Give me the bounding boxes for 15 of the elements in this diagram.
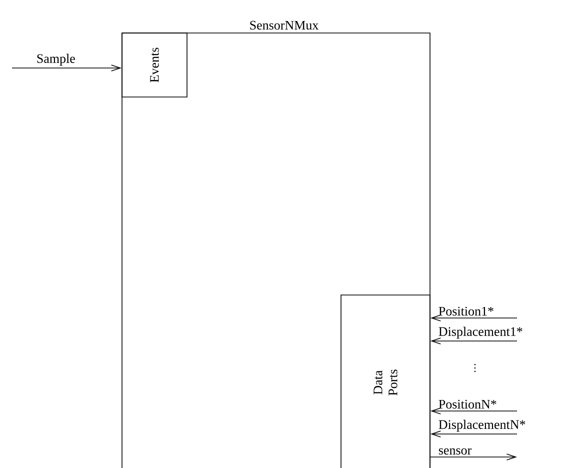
edge-label: DisplacementN* (438, 420, 526, 432)
edge-label: Position1* (438, 306, 494, 316)
data-ports-box: Data Ports (340, 294, 430, 468)
edge-label: Displacement1* (438, 326, 522, 339)
arrow (430, 408, 518, 414)
arrow (430, 430, 518, 438)
edge-label: sensor (438, 448, 472, 455)
arrow (430, 314, 518, 322)
events-box: Events (122, 32, 188, 98)
edge-label: Sample (37, 54, 75, 66)
arrow (430, 338, 518, 344)
ellipsis: ⋮ (474, 364, 476, 372)
arrow (12, 64, 122, 72)
edge-label: PositionN* (438, 400, 496, 409)
arrow (430, 454, 517, 460)
